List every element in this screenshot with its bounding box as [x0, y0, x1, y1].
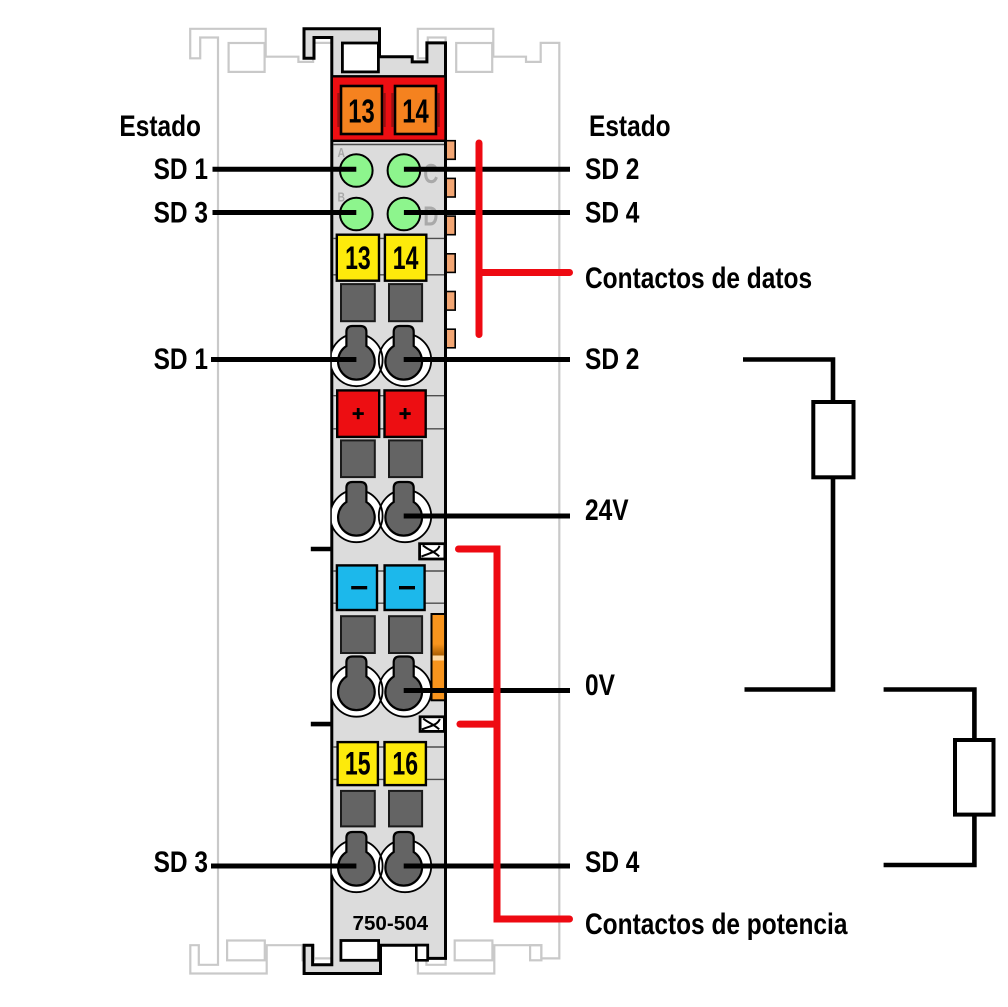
svg-text:D: D	[423, 202, 438, 233]
svg-text:15: 15	[345, 746, 371, 782]
svg-text:Contactos de potencia: Contactos de potencia	[585, 907, 848, 941]
svg-text:SD 1: SD 1	[154, 342, 208, 376]
svg-text:SD 2: SD 2	[585, 152, 639, 186]
svg-text:SD 1: SD 1	[154, 152, 208, 186]
svg-text:SD 3: SD 3	[154, 845, 208, 879]
svg-text:0V: 0V	[585, 668, 615, 702]
svg-text:SD 4: SD 4	[585, 845, 639, 879]
svg-text:Estado: Estado	[119, 109, 201, 143]
svg-text:Estado: Estado	[589, 109, 671, 143]
svg-text:SD 4: SD 4	[585, 195, 639, 229]
svg-text:14: 14	[402, 94, 428, 131]
svg-text:13: 13	[348, 94, 374, 131]
svg-text:B: B	[338, 190, 346, 204]
svg-text:SD 3: SD 3	[154, 195, 208, 229]
svg-text:SD 2: SD 2	[585, 342, 639, 376]
svg-text:A: A	[338, 146, 346, 160]
svg-text:16: 16	[392, 746, 418, 782]
svg-text:14: 14	[393, 240, 419, 276]
svg-text:13: 13	[345, 240, 371, 276]
svg-text:C: C	[423, 159, 438, 190]
svg-text:750-504: 750-504	[353, 912, 429, 935]
svg-text:24V: 24V	[585, 493, 629, 527]
svg-text:Contactos de datos: Contactos de datos	[585, 261, 812, 295]
